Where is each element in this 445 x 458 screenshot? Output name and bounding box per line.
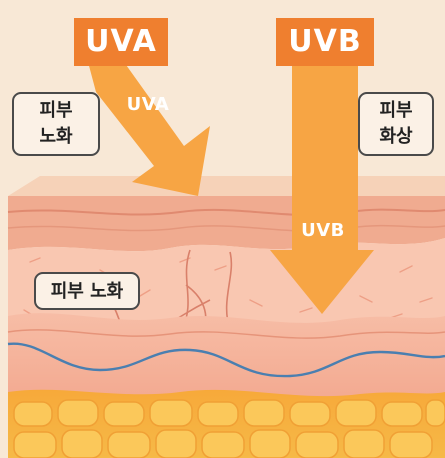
uva-header: UVA <box>74 18 168 66</box>
blood-vessel <box>7 342 445 378</box>
skin-aging-note-line1: 피부 <box>39 100 73 121</box>
sunburn-note-line1: 피부 <box>379 100 413 121</box>
fat-cells <box>13 399 445 458</box>
epidermis-line-1 <box>7 208 445 217</box>
dermis-aging-note: 피부 노화 <box>34 272 140 310</box>
uvb-header: UVB <box>276 18 374 66</box>
sunburn-note-line2: 화상 <box>379 126 413 147</box>
lower-dermis-line <box>7 329 445 339</box>
skin-aging-note: 피부 노화 <box>12 92 100 156</box>
epidermis-layer <box>8 196 445 252</box>
uva-arrow-label: UVA <box>126 94 170 115</box>
uvb-arrow <box>270 62 374 314</box>
epidermis-line-2 <box>7 224 445 232</box>
lower-dermis-layer <box>8 313 445 398</box>
skin-aging-note-line2: 노화 <box>39 126 73 147</box>
uvb-arrow-label: UVB <box>301 220 345 241</box>
uva-arrow <box>88 62 210 196</box>
skin-surface-top <box>8 176 445 196</box>
sunburn-note: 피부 화상 <box>358 92 434 156</box>
